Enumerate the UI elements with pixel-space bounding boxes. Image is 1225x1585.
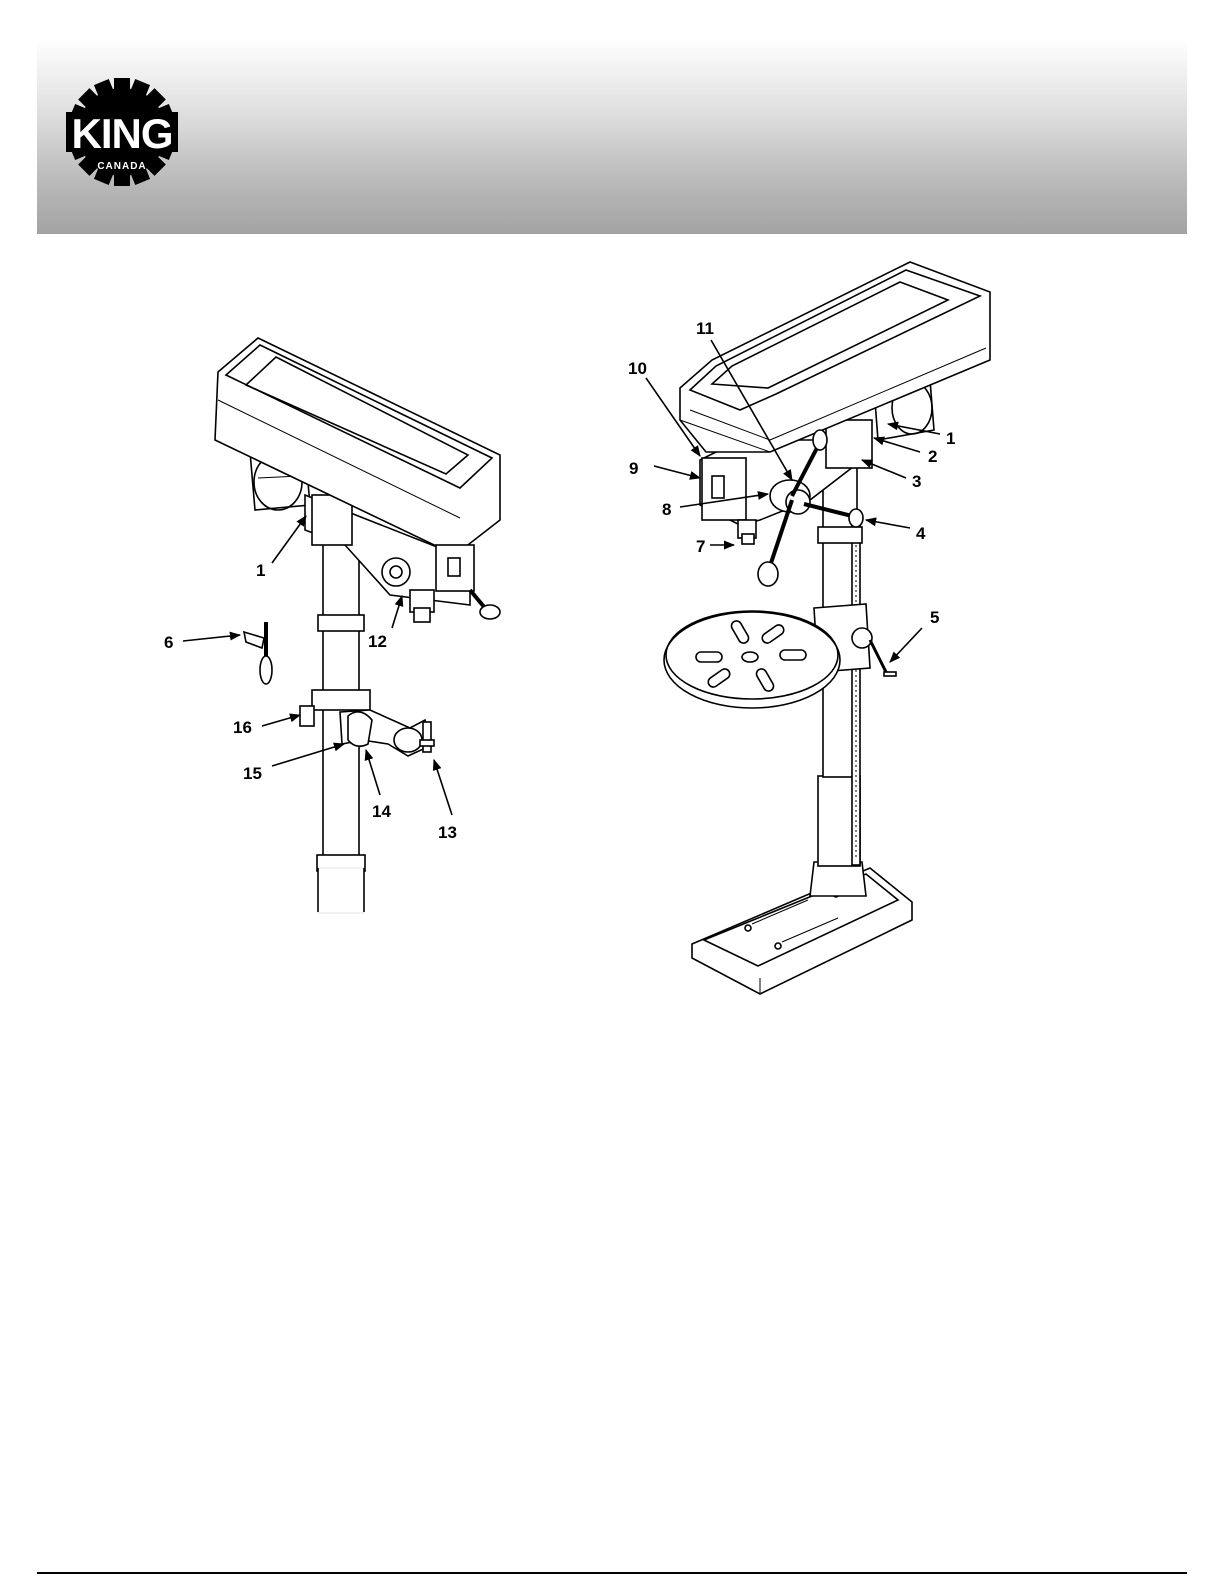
callout-right-5: 5 xyxy=(930,608,939,627)
callout-right-7: 7 xyxy=(696,537,705,556)
callout-left-16: 16 xyxy=(233,718,252,737)
callout-left-15: 15 xyxy=(243,764,262,783)
callout-right-1: 1 xyxy=(946,429,955,448)
callout-right-4: 4 xyxy=(916,524,926,543)
callout-right-3: 3 xyxy=(912,472,921,491)
callout-left-6: 6 xyxy=(164,633,173,652)
callout-right-2: 2 xyxy=(928,447,937,466)
callout-left-1: 1 xyxy=(256,561,265,580)
callout-right-9: 9 xyxy=(629,459,638,478)
callout-right-10: 10 xyxy=(628,359,647,378)
callout-left-14: 14 xyxy=(372,802,391,821)
callout-left-13: 13 xyxy=(438,823,457,842)
left-drill-press-illustration xyxy=(215,338,500,913)
callout-right-8: 8 xyxy=(662,500,671,519)
footer-rule xyxy=(37,1572,1187,1574)
right-drill-press-illustration xyxy=(664,262,990,994)
callout-right-11: 11 xyxy=(696,319,714,338)
callout-left-12: 12 xyxy=(368,632,387,651)
